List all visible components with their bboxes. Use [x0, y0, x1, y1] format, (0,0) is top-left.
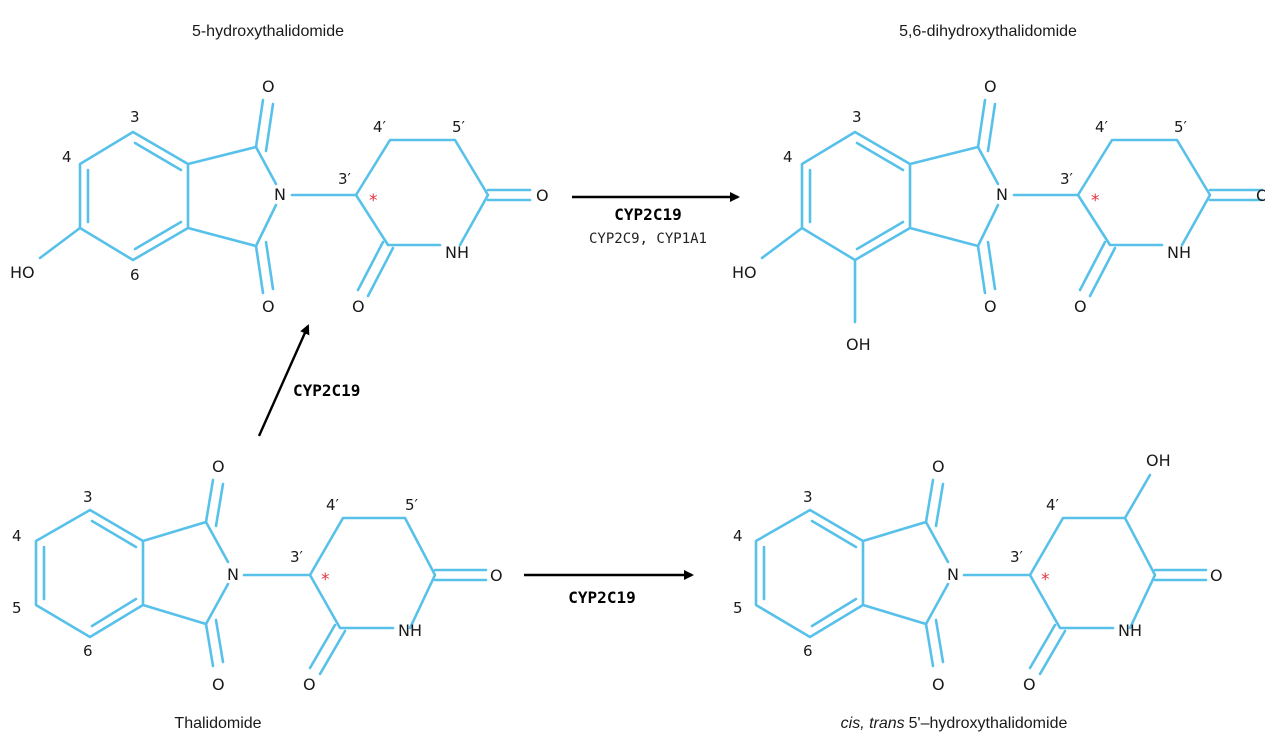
nitrogen-label: N	[274, 185, 286, 204]
oxygen-label: O	[352, 297, 365, 316]
reaction-arrow	[257, 324, 310, 437]
reaction-5-hydroxy-to-5-6-dihydroxy: CYP2C19 CYP2C9, CYP1A1	[572, 192, 740, 247]
position-4: 4	[62, 148, 72, 166]
position-6: 6	[130, 266, 140, 284]
position-4-prime: 4′	[326, 496, 340, 514]
oxygen-label: O	[303, 675, 316, 694]
nitrogen-label: N	[947, 565, 959, 584]
position-4-prime: 4′	[1095, 118, 1109, 136]
oxygen-label: O	[984, 297, 997, 316]
position-3: 3	[803, 488, 813, 506]
hydroxyl-label: HO	[732, 263, 757, 282]
position-3-prime: 3′	[1060, 170, 1074, 188]
nitrogen-label: N	[996, 185, 1008, 204]
hydroxyl-label: OH	[1146, 451, 1171, 470]
oxygen-label: O	[536, 186, 549, 205]
position-4-prime: 4′	[373, 118, 387, 136]
chiral-center-marker: *	[1091, 191, 1100, 211]
oxygen-label: O	[1256, 186, 1265, 205]
compound-name-rest: 5'–hydroxythalidomide	[909, 715, 1068, 732]
chiral-center-marker: *	[321, 570, 330, 590]
chiral-center-marker: *	[1041, 570, 1050, 590]
position-4: 4	[783, 148, 793, 166]
nh-label: NH	[1118, 621, 1142, 640]
position-3-prime: 3′	[1010, 548, 1024, 566]
molecule-thalidomide: Thalidomide O N O O NH O 3 4 5 6 3′ 4′ 5…	[12, 457, 503, 732]
reaction-thalidomide-to-5-prime-hydroxy: CYP2C19	[524, 570, 694, 607]
enzyme-label: CYP2C19	[614, 205, 681, 224]
position-3-prime: 3′	[338, 170, 352, 188]
position-3: 3	[83, 488, 93, 506]
oxygen-label: O	[1023, 675, 1036, 694]
oxygen-label: O	[932, 457, 945, 476]
compound-name-5-6-dihydroxythalidomide: 5,6-dihydroxythalidomide	[899, 23, 1077, 40]
position-4-prime: 4′	[1046, 496, 1060, 514]
reaction-thalidomide-to-5-hydroxy: CYP2C19	[257, 324, 360, 437]
oxygen-label: O	[1210, 566, 1223, 585]
oxygen-label: O	[932, 675, 945, 694]
oxygen-label: O	[212, 675, 225, 694]
nh-label: NH	[1167, 243, 1191, 262]
enzyme-label: CYP2C19	[293, 381, 360, 400]
position-5-prime: 5′	[452, 118, 466, 136]
position-5: 5	[733, 599, 743, 617]
molecule-5-hydroxythalidomide: 5-hydroxythalidomide O N O O NH O HO 3 4…	[10, 23, 549, 316]
oxygen-label: O	[212, 457, 225, 476]
nh-label: NH	[398, 621, 422, 640]
position-6: 6	[803, 642, 813, 660]
hydroxyl-label: HO	[10, 263, 35, 282]
enzyme-label: CYP2C19	[568, 588, 635, 607]
minor-enzyme-label: CYP2C9, CYP1A1	[589, 231, 707, 247]
position-6: 6	[83, 642, 93, 660]
compound-name-5-hydroxythalidomide: 5-hydroxythalidomide	[192, 23, 344, 40]
position-4: 4	[733, 527, 743, 545]
position-3: 3	[130, 108, 140, 126]
molecule-5-6-dihydroxythalidomide: 5,6-dihydroxythalidomide O N O O NH O HO…	[732, 23, 1265, 354]
position-4: 4	[12, 527, 22, 545]
nitrogen-label: N	[227, 565, 239, 584]
oxygen-label: O	[984, 77, 997, 96]
oxygen-label: O	[262, 297, 275, 316]
position-5-prime: 5′	[405, 496, 419, 514]
position-5-prime: 5′	[1174, 118, 1188, 136]
position-3-prime: 3′	[290, 548, 304, 566]
oxygen-label: O	[490, 566, 503, 585]
position-5: 5	[12, 599, 22, 617]
compound-name-thalidomide: Thalidomide	[174, 715, 261, 732]
chiral-center-marker: *	[369, 191, 378, 211]
hydroxyl-label: OH	[846, 335, 871, 354]
position-3: 3	[852, 108, 862, 126]
compound-name-italic-part: cis, trans	[841, 715, 905, 732]
nh-label: NH	[445, 243, 469, 262]
oxygen-label: O	[1074, 297, 1087, 316]
oxygen-label: O	[262, 77, 275, 96]
